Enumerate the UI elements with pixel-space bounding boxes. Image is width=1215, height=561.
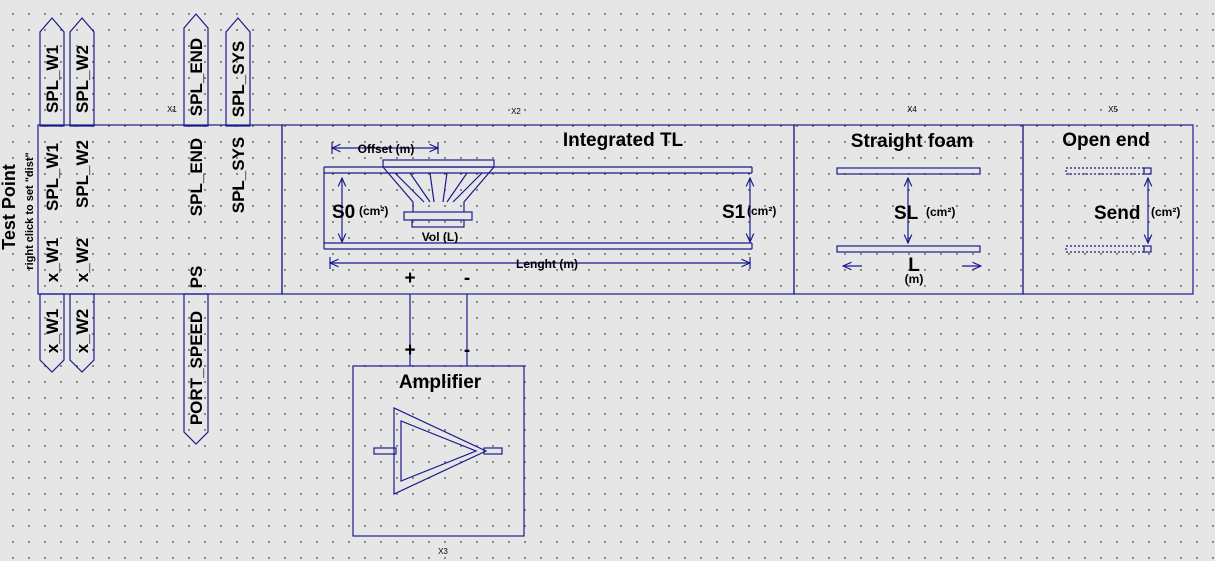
test-point-hint: right click to set "dist" [24,152,36,269]
length-label: Lenght (m) [516,257,578,271]
sl-unit: (cm²) [926,205,955,219]
send-label: Send [1094,203,1140,224]
ref-x4: X4 [907,105,917,114]
amp-minus-label: - [464,340,470,361]
net-label-spl-w1: SPL_W1 [43,45,62,113]
offset-label: Offset (m) [358,142,415,156]
ref-x1: X1 [167,105,177,114]
open-end-drawing [1065,167,1151,253]
foam-pipe-drawing [836,167,981,266]
integrated-tl-title: Integrated TL [563,130,684,151]
net-label-spl-end: SPL_END [187,38,206,116]
l-label: L [908,255,920,276]
amplifier-title: Amplifier [399,372,482,393]
dimension-arrows [330,142,750,269]
net-label-x-w2: x_W2 [73,309,92,353]
net-label-spl-sys: SPL_SYS [229,41,248,118]
pin-x-w2: x_W2 [73,238,92,282]
pin-spl-w1: SPL_W1 [43,143,62,211]
vol-label: Vol (L) [422,230,458,244]
send-unit: (cm²) [1151,205,1180,219]
ref-x3: X3 [438,547,448,556]
s0-unit: (cm²) [359,204,388,218]
net-label-flag-spl-end-top[interactable] [183,13,209,127]
s1-unit: (cm²) [747,204,776,218]
net-label-port-speed: PORT_SPEED [187,311,206,425]
net-label-flag-spl-sys-top[interactable] [225,17,251,127]
pin-spl-sys: SPL_SYS [229,137,248,214]
pin-ps: PS [187,266,206,289]
net-label-flag-spl-w1-top[interactable] [39,17,65,127]
net-label-spl-w2: SPL_W2 [73,45,92,113]
pin-plus-label: + [404,268,415,289]
l-unit: (m) [905,272,924,286]
test-point-title: Test Point [0,164,19,250]
pin-spl-w2: SPL_W2 [73,140,92,208]
pin-spl-end: SPL_END [187,138,206,216]
amplifier-triangle-icon [373,407,503,495]
amp-plus-label: + [404,340,415,361]
speaker-driver-icon [382,159,495,228]
pin-minus-label: - [464,268,470,289]
pin-x-w1: x_W1 [43,238,62,282]
ref-x2: X2 [511,107,521,116]
net-label-x-w1: x_W1 [43,309,62,353]
s0-label: S0 [332,202,355,223]
s1-label: S1 [722,202,746,223]
open-end-title: Open end [1062,130,1150,151]
amplifier-block[interactable] [352,365,525,537]
open-end-block[interactable] [1022,124,1194,295]
sl-label: SL [894,203,919,224]
ref-x5: X5 [1108,105,1118,114]
net-label-flag-spl-w2-top[interactable] [69,17,95,127]
straight-foam-title: Straight foam [851,131,973,152]
